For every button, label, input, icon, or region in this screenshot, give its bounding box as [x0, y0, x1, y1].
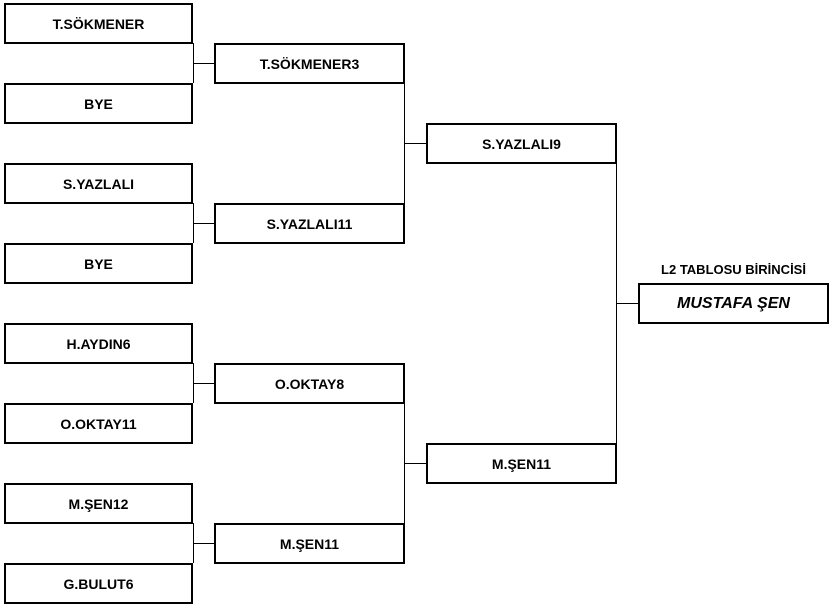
- player-score: 8: [336, 375, 345, 392]
- round1-slot-5: H.AYDIN 6: [4, 323, 193, 364]
- round1-slot-1: T.SÖKMENER: [4, 3, 193, 44]
- player-score: 9: [553, 135, 561, 152]
- round1-slot-7: M.ŞEN 12: [4, 483, 193, 524]
- player-name: BYE: [84, 255, 113, 272]
- player-score: 6: [125, 575, 134, 592]
- round2-slot-4: M.ŞEN 11: [214, 523, 405, 564]
- player-name: S.YAZLALI: [62, 175, 135, 192]
- round3-slot-2: M.ŞEN 11: [426, 443, 617, 484]
- round2-slot-1: T.SÖKMENER 3: [214, 43, 405, 84]
- player-name: T.SÖKMENER: [52, 15, 145, 32]
- player-score: 3: [351, 55, 360, 72]
- player-name: O.OKTAY: [274, 375, 337, 392]
- player-name: M.ŞEN: [279, 535, 325, 552]
- round1-slot-6: O.OKTAY 11: [4, 403, 193, 444]
- player-name: O.OKTAY: [60, 415, 122, 432]
- winner-box: MUSTAFA ŞEN: [638, 283, 829, 324]
- round2-slot-3: O.OKTAY 8: [214, 363, 405, 404]
- player-name: T.SÖKMENER: [259, 55, 352, 72]
- player-score: 11: [337, 215, 353, 232]
- player-score: 11: [121, 415, 137, 432]
- round2-slot-2: S.YAZLALI 11: [214, 203, 405, 244]
- winner-title: L2 TABLOSU BİRİNCİSİ: [661, 262, 806, 277]
- round1-slot-2: BYE: [4, 83, 193, 124]
- player-name: M.ŞEN: [68, 495, 113, 512]
- player-score: 12: [112, 495, 129, 512]
- player-score: 11: [536, 455, 552, 472]
- player-name: M.ŞEN: [491, 455, 537, 472]
- round1-slot-3: S.YAZLALI: [4, 163, 193, 204]
- player-score: 11: [324, 535, 340, 552]
- player-name: BYE: [84, 95, 113, 112]
- player-score: 6: [122, 335, 131, 352]
- player-name: S.YAZLALI: [266, 215, 338, 232]
- round3-slot-1: S.YAZLALI 9: [426, 123, 617, 164]
- player-name: G.BULUT: [63, 575, 126, 592]
- round1-slot-4: BYE: [4, 243, 193, 284]
- winner-name: MUSTAFA ŞEN: [677, 294, 790, 312]
- round1-slot-8: G.BULUT 6: [4, 563, 193, 604]
- player-name: S.YAZLALI: [482, 135, 554, 152]
- player-name: H.AYDIN: [66, 335, 123, 352]
